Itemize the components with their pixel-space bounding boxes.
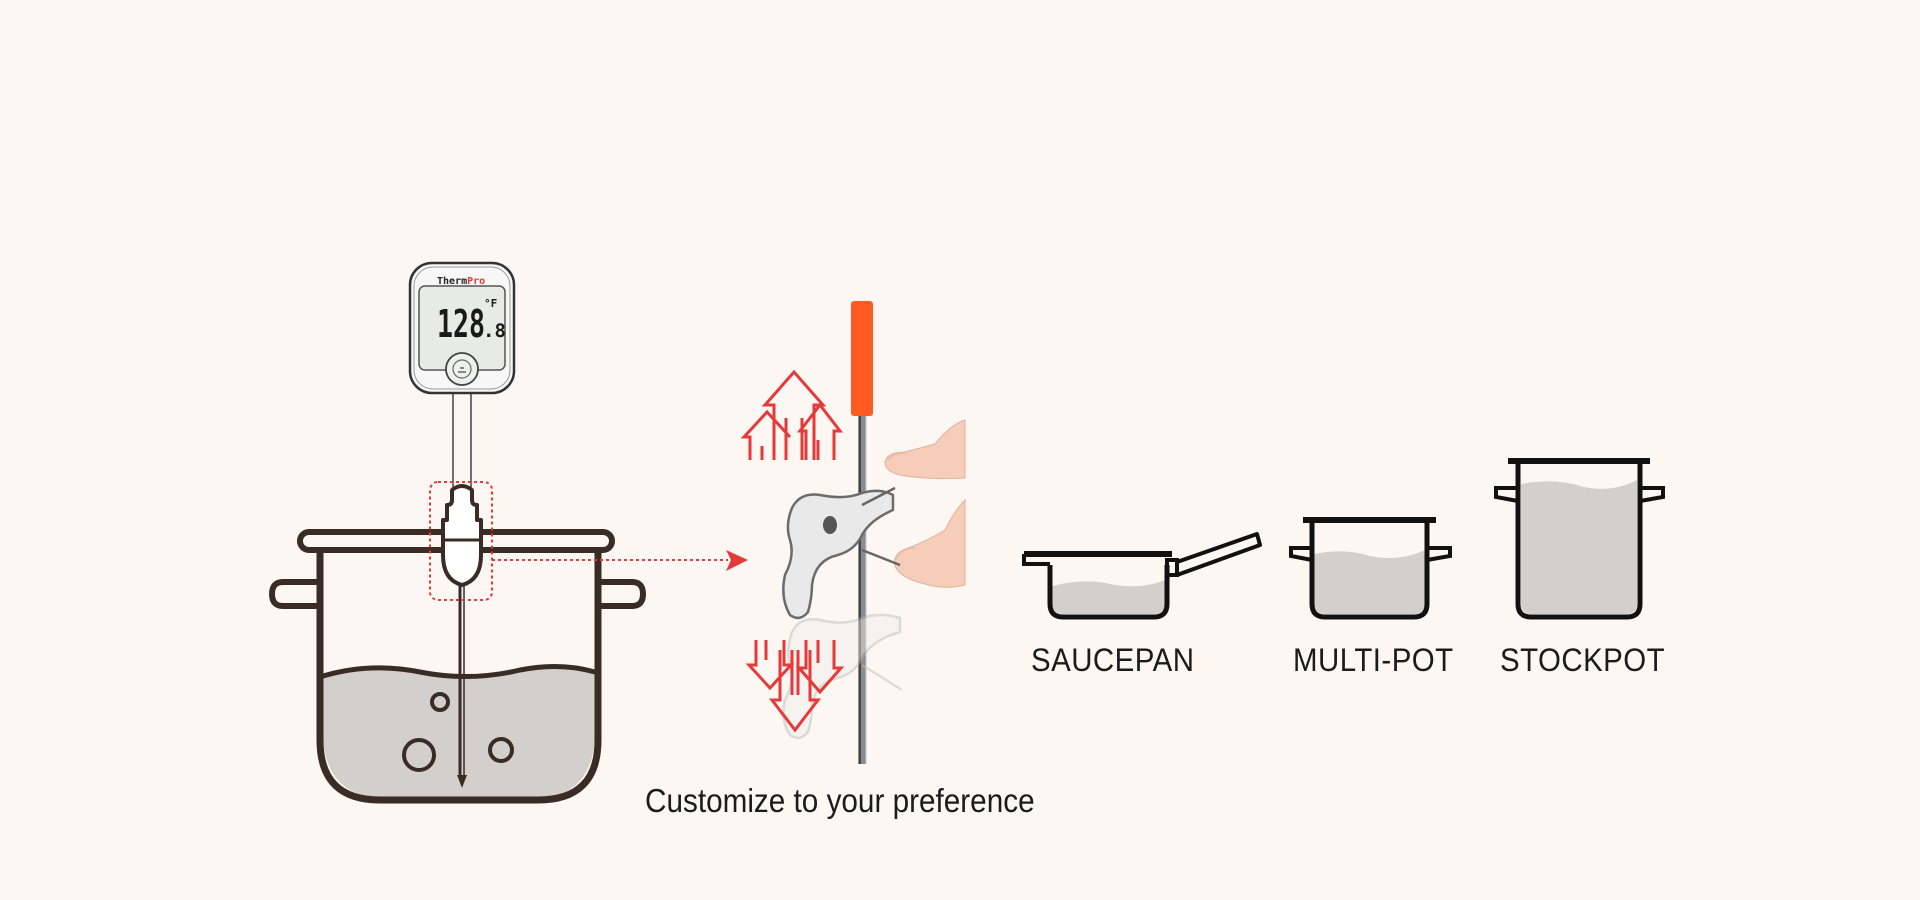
pointer-arrowhead-icon <box>726 550 748 571</box>
bubble <box>402 738 436 772</box>
arrows-down-icon <box>745 640 845 733</box>
multi-pot-icon <box>1289 517 1452 620</box>
pot-handle-left <box>268 579 320 609</box>
stockpot-icon <box>1494 458 1665 620</box>
probe-shaft <box>858 416 866 764</box>
pot-body <box>316 550 602 804</box>
brand-logo-right: Pro <box>467 276 485 287</box>
temperature-reading: 128 <box>437 302 485 346</box>
multi-pot-label: MULTI-POT <box>1293 642 1454 678</box>
probe-clip-upper <box>782 486 901 620</box>
probe-handle <box>851 301 873 416</box>
saucepan-label: SAUCEPAN <box>1031 642 1195 678</box>
finger-bottom <box>894 498 966 588</box>
saucepan-water <box>1052 580 1165 614</box>
brand-logo-left: Therm <box>437 276 467 287</box>
temperature-decimal: .8 <box>483 320 506 342</box>
pot-handle-right <box>598 579 647 609</box>
bubble <box>430 692 450 712</box>
arrows-up-icon <box>740 369 844 460</box>
finger-top <box>884 419 966 480</box>
power-button-icon[interactable] <box>445 352 479 386</box>
thermometer-head <box>408 261 516 395</box>
probe-detail-illustration <box>740 301 966 764</box>
saucepan-handle <box>1165 558 1179 577</box>
probe-clip-lower-ghost <box>782 613 903 740</box>
probe-tip <box>457 775 467 788</box>
caption-text: Customize to your preference <box>645 782 1035 819</box>
clip-highlight-box <box>429 481 493 601</box>
bubble <box>488 737 514 763</box>
brand-logo: ThermPro <box>437 276 485 287</box>
multi-pot-water <box>1314 550 1425 614</box>
pot-clip <box>441 484 483 587</box>
water-surface <box>322 663 596 680</box>
stockpot-label: STOCKPOT <box>1500 642 1666 678</box>
left-pot-illustration: ThermPro 128 .8 °F <box>268 261 748 804</box>
stockpot-water <box>1521 480 1637 614</box>
temperature-unit: °F <box>484 297 497 310</box>
thermometer-stem <box>452 379 472 491</box>
saucepan-icon <box>1022 532 1262 620</box>
